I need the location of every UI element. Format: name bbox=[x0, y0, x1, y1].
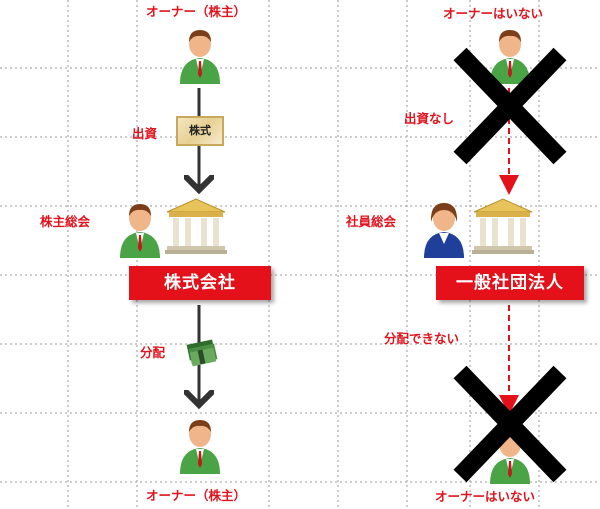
member-meeting-label: 社員総会 bbox=[346, 214, 397, 229]
cross-icon bbox=[453, 365, 567, 483]
bank-icon bbox=[472, 198, 534, 254]
money-icon bbox=[186, 339, 218, 367]
owner-person-icon bbox=[180, 420, 220, 474]
owner-top-label: オーナー（株主） bbox=[146, 4, 247, 19]
cross-icon bbox=[453, 47, 567, 165]
no-owner-bottom-label: オーナーはいない bbox=[435, 489, 536, 504]
distribution-label: 分配 bbox=[140, 345, 166, 360]
company-banner: 株式会社 bbox=[129, 266, 271, 300]
no-distribution-label: 分配できない bbox=[384, 331, 460, 346]
stock-certificate-icon: 株式 bbox=[176, 116, 224, 146]
bank-icon bbox=[165, 198, 227, 254]
no-investment-label: 出資なし bbox=[404, 111, 455, 126]
no-owner-top-label: オーナーはいない bbox=[443, 6, 544, 21]
investment-label: 出資 bbox=[132, 126, 158, 141]
association-banner: 一般社団法人 bbox=[436, 266, 584, 300]
owner-person-icon bbox=[490, 30, 530, 84]
shareholder-meeting-label: 株主総会 bbox=[40, 214, 91, 229]
shareholder-person-icon bbox=[120, 204, 160, 258]
owner-bottom-label: オーナー（株主） bbox=[146, 488, 247, 503]
owner-person-icon bbox=[180, 30, 220, 84]
member-person-icon bbox=[424, 203, 464, 258]
